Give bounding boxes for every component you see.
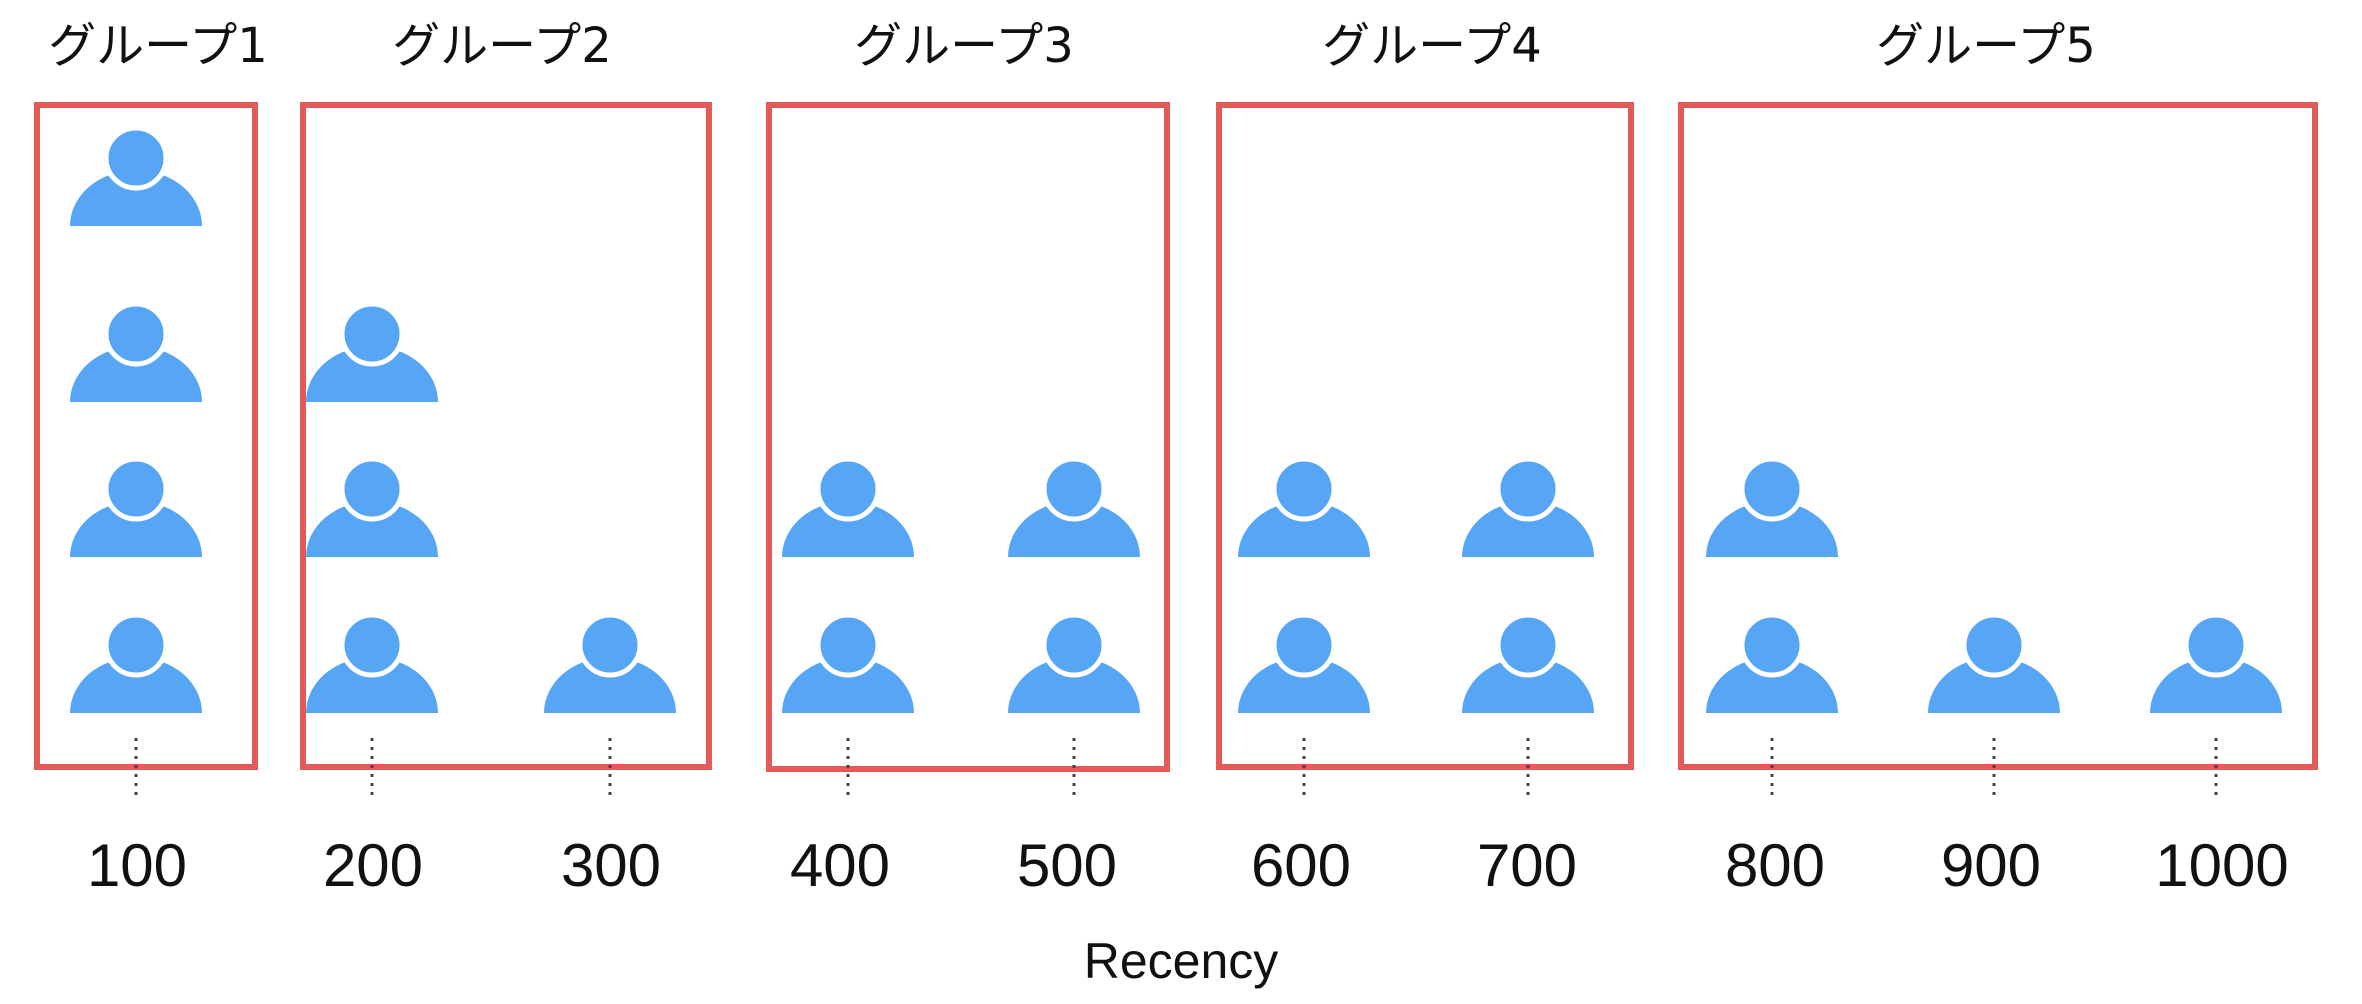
person-icon — [544, 612, 676, 713]
person-body — [782, 657, 914, 713]
group-box-5 — [1678, 102, 2318, 770]
person-icon — [306, 612, 438, 713]
person-body — [70, 346, 202, 402]
recency-label-300: 300 — [560, 832, 662, 899]
group-title-4: グループ4 — [1322, 18, 1542, 74]
axis-title: Recency — [1083, 933, 1279, 989]
person-head — [103, 456, 169, 522]
person-head — [103, 301, 169, 367]
person-icon — [1706, 456, 1838, 557]
person-body — [1706, 501, 1838, 557]
person-icon — [70, 456, 202, 557]
person-icon — [306, 301, 438, 402]
recency-label-800: 800 — [1724, 832, 1826, 899]
person-head — [1495, 612, 1561, 678]
person-head — [1495, 456, 1561, 522]
person-icon — [70, 612, 202, 713]
person-body — [2150, 657, 2282, 713]
recency-label-1000: 1000 — [2155, 832, 2289, 899]
person-body — [1462, 501, 1594, 557]
person-body — [1238, 501, 1370, 557]
person-body — [1238, 657, 1370, 713]
person-icon — [306, 456, 438, 557]
person-head — [2183, 612, 2249, 678]
recency-label-100: 100 — [86, 832, 188, 899]
person-icon — [1238, 456, 1370, 557]
person-icon — [70, 301, 202, 402]
person-head — [577, 612, 643, 678]
person-body — [782, 501, 914, 557]
person-head — [103, 612, 169, 678]
person-body — [70, 170, 202, 226]
person-icon — [1462, 456, 1594, 557]
person-icon — [1462, 612, 1594, 713]
person-head — [1739, 612, 1805, 678]
person-icon — [70, 125, 202, 226]
person-head — [1271, 456, 1337, 522]
group-box-2 — [300, 102, 712, 770]
group-title-5: グループ5 — [1876, 18, 2096, 74]
recency-label-700: 700 — [1476, 832, 1578, 899]
person-icon — [1928, 612, 2060, 713]
person-body — [1928, 657, 2060, 713]
person-head — [339, 612, 405, 678]
person-icon — [1008, 612, 1140, 713]
person-head — [1041, 612, 1107, 678]
person-body — [1008, 657, 1140, 713]
person-body — [70, 501, 202, 557]
person-head — [1271, 612, 1337, 678]
recency-label-200: 200 — [322, 832, 424, 899]
group-box-3 — [766, 102, 1170, 772]
person-head — [103, 125, 169, 191]
person-icon — [782, 456, 914, 557]
person-head — [1961, 612, 2027, 678]
person-head — [815, 456, 881, 522]
person-body — [70, 657, 202, 713]
person-body — [1462, 657, 1594, 713]
group-box-1 — [34, 102, 258, 770]
group-box-4 — [1216, 102, 1634, 770]
person-body — [306, 501, 438, 557]
group-title-2: グループ2 — [392, 18, 612, 74]
person-body — [306, 346, 438, 402]
person-body — [1706, 657, 1838, 713]
group-title-1: グループ1 — [48, 18, 268, 74]
person-icon — [1706, 612, 1838, 713]
person-icon — [782, 612, 914, 713]
group-title-3: グループ3 — [854, 18, 1074, 74]
person-head — [339, 456, 405, 522]
recency-label-600: 600 — [1250, 832, 1352, 899]
person-body — [544, 657, 676, 713]
person-icon — [1008, 456, 1140, 557]
person-icon — [1238, 612, 1370, 713]
person-head — [815, 612, 881, 678]
person-head — [1041, 456, 1107, 522]
recency-label-900: 900 — [1940, 832, 2042, 899]
recency-label-400: 400 — [789, 832, 891, 899]
person-head — [1739, 456, 1805, 522]
person-body — [306, 657, 438, 713]
person-body — [1008, 501, 1140, 557]
person-head — [339, 301, 405, 367]
person-icon — [2150, 612, 2282, 713]
recency-label-500: 500 — [1016, 832, 1118, 899]
